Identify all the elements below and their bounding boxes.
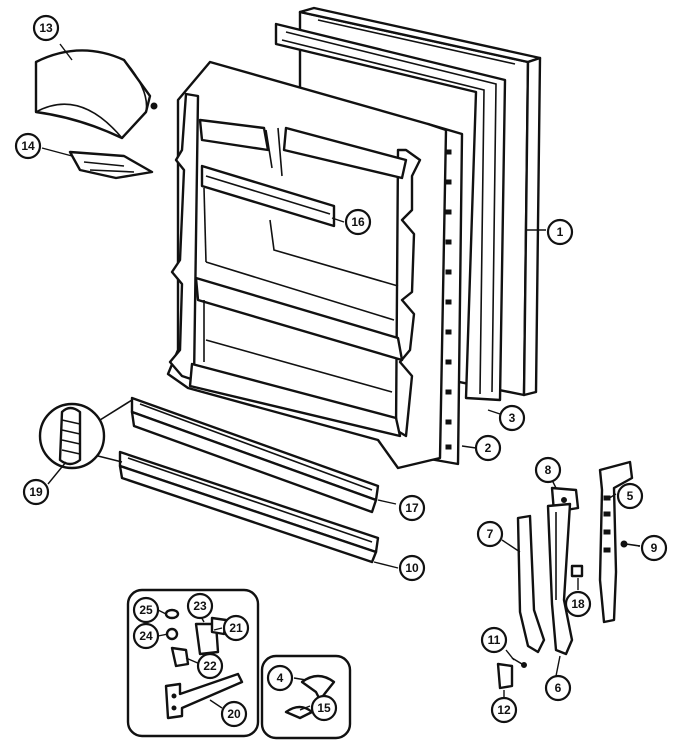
handle-trim-strip (516, 514, 546, 654)
callout-14-label: 14 (21, 139, 35, 153)
door-shelf-bar-lower (118, 450, 380, 564)
callout-5: 5 (616, 482, 644, 510)
callout-21-label: 21 (229, 621, 243, 635)
callout-18-label: 18 (571, 597, 585, 611)
callout-12: 12 (490, 696, 518, 724)
callout-13: 13 (32, 14, 60, 42)
callout-10: 10 (398, 554, 426, 582)
callout-7-label: 7 (487, 527, 494, 541)
door-handle (598, 460, 634, 624)
callout-2: 2 (474, 434, 502, 462)
callout-8-label: 8 (545, 463, 552, 477)
callout-11: 11 (480, 626, 508, 654)
callout-24-label: 24 (139, 629, 153, 643)
callout-17-label: 17 (405, 501, 419, 515)
callout-10-label: 10 (405, 561, 419, 575)
callout-7: 7 (476, 520, 504, 548)
handle-clip (496, 662, 514, 690)
callout-12-label: 12 (497, 703, 511, 717)
callout-11-label: 11 (488, 633, 501, 647)
callout-4-label: 4 (277, 671, 284, 685)
cap-inset (260, 654, 352, 740)
callout-25: 25 (132, 596, 160, 624)
callout-21: 21 (222, 614, 250, 642)
callout-5-label: 5 (627, 489, 634, 503)
hardware-inset (126, 588, 260, 738)
callout-6-label: 6 (555, 681, 562, 695)
door-gasket (274, 22, 507, 402)
callout-4: 4 (266, 664, 294, 692)
callout-18: 18 (564, 590, 592, 618)
callout-25-label: 25 (139, 603, 153, 617)
callout-9: 9 (640, 534, 668, 562)
callout-3: 3 (498, 404, 526, 432)
callout-15-label: 15 (317, 701, 331, 715)
callout-20-label: 20 (227, 707, 241, 721)
leader-lines (41, 43, 640, 711)
callout-22: 22 (196, 652, 224, 680)
callout-15: 15 (310, 694, 338, 722)
dairy-tray (68, 150, 154, 180)
dairy-bar (200, 164, 336, 228)
callout-19-label: 19 (29, 485, 43, 499)
callout-16-label: 16 (351, 215, 365, 229)
callout-1-label: 1 (557, 225, 564, 239)
callout-13-label: 13 (39, 21, 53, 35)
callout-19: 19 (22, 478, 50, 506)
callout-23: 23 (186, 592, 214, 620)
callout-9-label: 9 (651, 541, 658, 555)
callout-16: 16 (344, 208, 372, 236)
screw (620, 540, 641, 548)
callout-22-label: 22 (203, 659, 217, 673)
callout-3-label: 3 (509, 411, 516, 425)
callout-14: 14 (14, 132, 42, 160)
callout-6: 6 (544, 674, 572, 702)
callout-23-label: 23 (193, 599, 207, 613)
callout-2-label: 2 (485, 441, 492, 455)
door-liner (166, 60, 448, 470)
dairy-door (34, 49, 158, 140)
callout-17: 17 (398, 494, 426, 522)
callout-20: 20 (220, 700, 248, 728)
callout-24: 24 (132, 622, 160, 650)
callout-8: 8 (534, 456, 562, 484)
plug (570, 564, 584, 578)
cam-detail-magnifier (38, 399, 133, 470)
door-shelf-bar-upper (130, 396, 380, 514)
callout-1: 1 (546, 218, 574, 246)
handle-bracket (546, 502, 574, 656)
